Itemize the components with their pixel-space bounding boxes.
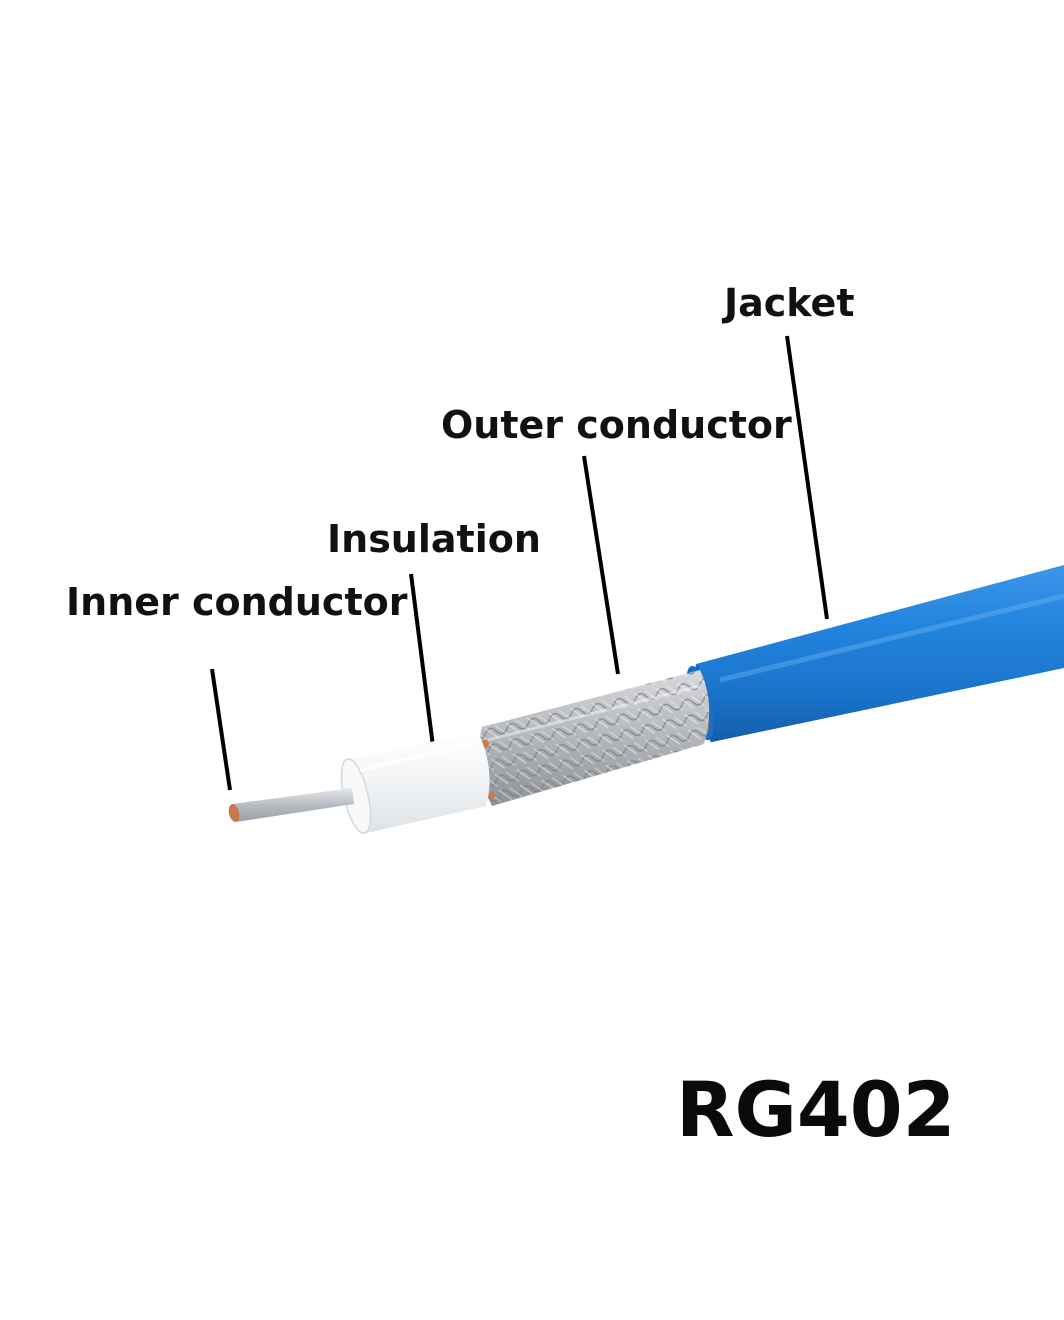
insulation-leader-line [409, 573, 437, 763]
inner-conductor-leader-line [210, 668, 232, 791]
insulation-label: Insulation [327, 517, 541, 561]
inner-conductor-segment [228, 788, 354, 822]
jacket-leader-line [785, 335, 829, 620]
outer-conductor-label: Outer conductor [441, 403, 792, 447]
outer-conductor-segment [478, 670, 710, 806]
insulation-segment [340, 732, 490, 834]
inner-conductor-label: Inner conductor [66, 580, 408, 624]
jacket-label: Jacket [724, 281, 855, 325]
cable-model-name: RG402 [676, 1065, 956, 1154]
jacket-segment [686, 565, 1064, 743]
outer-conductor-leader-line [582, 455, 620, 675]
